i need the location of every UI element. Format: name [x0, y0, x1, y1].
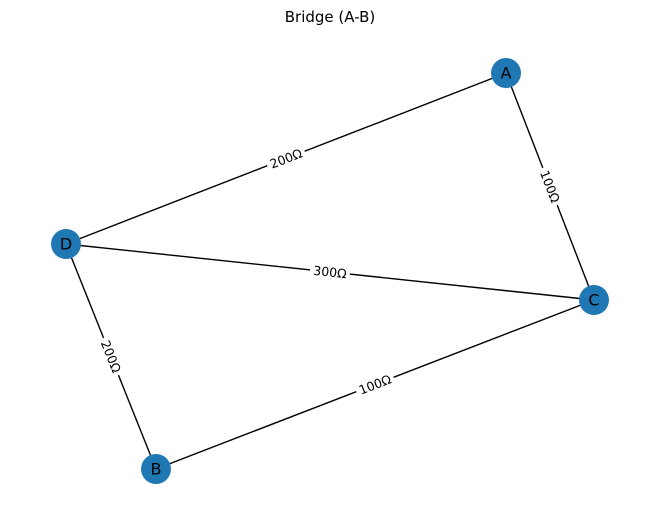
- node-a: [491, 58, 521, 88]
- edge-label-group: 100Ω: [353, 369, 397, 400]
- edge-label: 300Ω: [313, 263, 348, 281]
- node-label-d: D: [60, 235, 72, 254]
- node-b: [141, 454, 171, 484]
- edge-label-group: 100Ω: [535, 164, 565, 209]
- edge-label-background: [264, 143, 308, 174]
- edge-label-background: [309, 261, 351, 283]
- edge-label: 100Ω: [537, 168, 563, 205]
- edge-label: 100Ω: [357, 371, 394, 397]
- edge-label-group: 300Ω: [309, 261, 351, 283]
- edge-label: 200Ω: [98, 338, 125, 375]
- graph-title: Bridge (A-B): [285, 8, 375, 26]
- edge-label-background: [535, 164, 565, 209]
- edge-label: 200Ω: [268, 145, 305, 171]
- node-c: [579, 285, 609, 315]
- node-label-c: C: [588, 291, 599, 310]
- edge-label-background: [353, 369, 397, 400]
- edge-label-group: 200Ω: [264, 143, 308, 174]
- node-label-b: B: [151, 460, 162, 479]
- nodes-layer: A B C D: [51, 58, 609, 484]
- edge-labels-layer: 200Ω 100Ω 300Ω 200Ω 100Ω: [96, 143, 565, 400]
- edge-label-group: 200Ω: [96, 334, 126, 379]
- node-label-a: A: [501, 64, 512, 83]
- edge-label-background: [96, 334, 126, 379]
- node-d: [51, 229, 81, 259]
